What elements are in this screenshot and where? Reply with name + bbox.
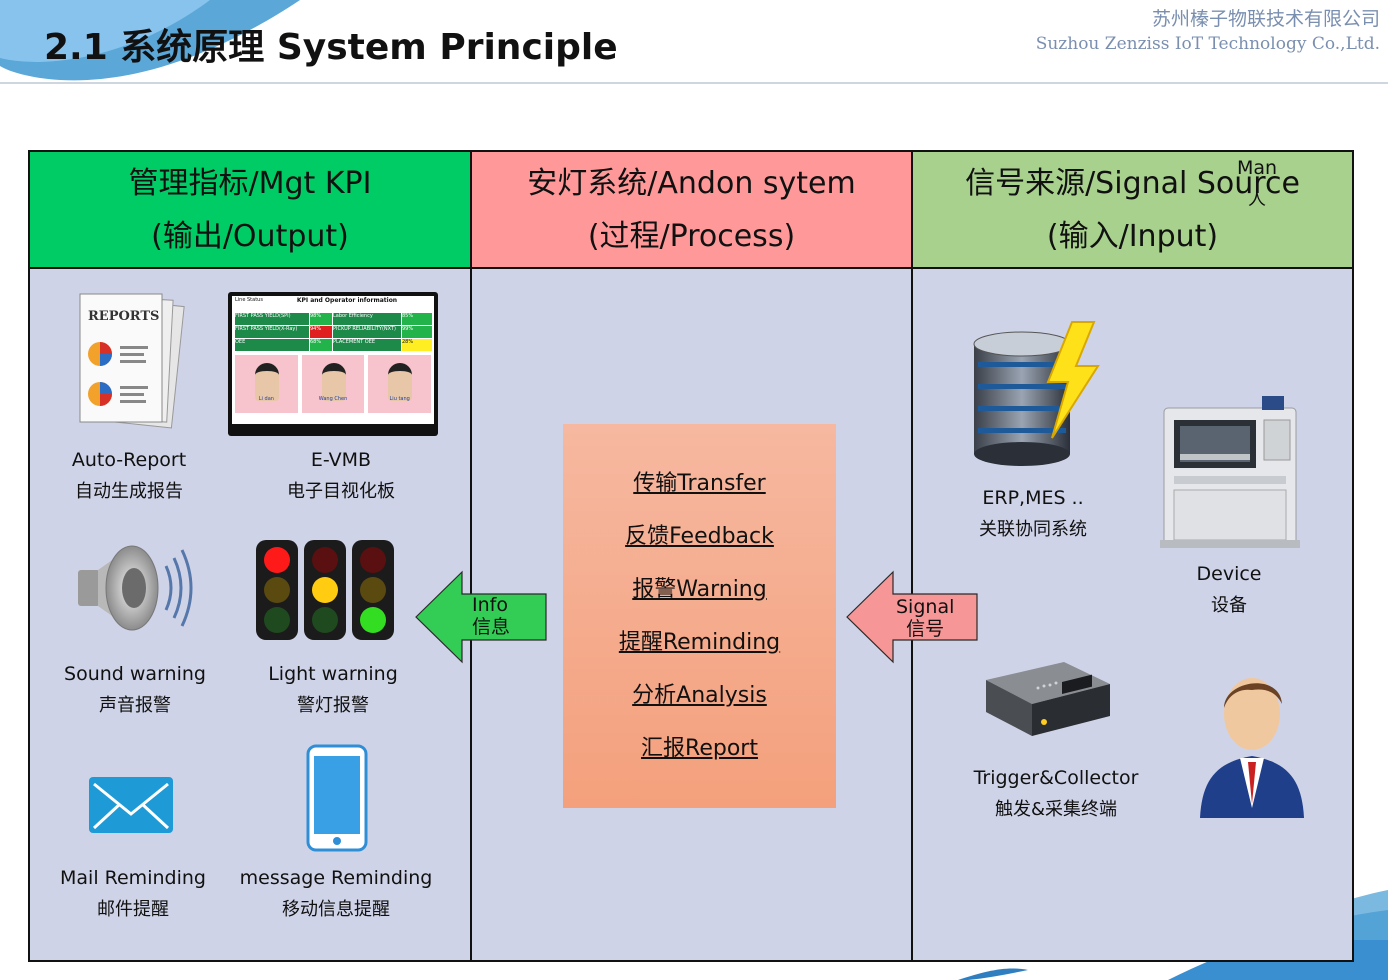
evmb-kpi-value: 99% xyxy=(402,326,432,338)
input-item-label-en: ERP,MES .. xyxy=(982,487,1084,509)
output-item-label-en: message Reminding xyxy=(239,867,433,889)
signal-arrow-label: Signal 信号 xyxy=(896,596,954,640)
evmb-kpi-value: 94% xyxy=(310,326,332,338)
signal-arrow-label-cn: 信号 xyxy=(906,618,945,640)
evmb-kpi-name: FIRST PASS YIELD(X-Ray) xyxy=(235,326,309,338)
collector-icon xyxy=(986,662,1110,736)
evmb-kpi-value: 28% xyxy=(402,339,432,351)
output-item-label-cn: 电子目视化板 xyxy=(287,481,395,502)
input-column-title: 信号来源/Signal Source xyxy=(965,165,1300,201)
output-item-label-cn: 邮件提醒 xyxy=(97,899,169,920)
info-arrow-label-en: Info xyxy=(472,594,508,616)
operator-card: Wang Chen xyxy=(301,355,365,413)
evmb-kpi-name: PLACEMENT OEE xyxy=(333,339,401,351)
input-item-label-cn: 设备 xyxy=(1211,595,1247,616)
evmb-kpi-value: 85% xyxy=(402,313,432,325)
evmb-kpi-name: PICKUP RELIABILITY(NXT) xyxy=(333,326,401,338)
process-column-subtitle: (过程/Process) xyxy=(587,218,796,254)
process-column-title: 安灯系统/Andon sytem xyxy=(527,165,856,201)
operator-name: Liu tang xyxy=(389,396,410,402)
input-item-device: Device 设备 xyxy=(1144,558,1314,622)
output-item-label-cn: 声音报警 xyxy=(99,695,171,716)
input-item-label-en: Device xyxy=(1196,563,1262,585)
column-divider xyxy=(470,152,472,960)
input-column-subtitle: (输入/Input) xyxy=(1046,218,1219,254)
page-title: 2.1 系统原理 System Principle xyxy=(44,27,618,68)
company-name-cn: 苏州榛子物联技术有限公司 xyxy=(1151,8,1380,30)
evmb-kpi-name: OEE xyxy=(235,339,309,351)
process-item-feedback: 反馈Feedback xyxy=(625,524,774,549)
evmb-kpi-name: Labor Efficiency xyxy=(333,313,401,325)
output-item-label-en: Sound warning xyxy=(64,663,206,685)
output-item-label-cn: 自动生成报告 xyxy=(75,481,183,502)
signal-arrow-icon xyxy=(846,570,978,664)
output-item-message-reminding: message Reminding 移动信息提醒 xyxy=(236,862,436,926)
output-item-label-en: E-VMB xyxy=(310,449,372,471)
operator-name: Wang Chen xyxy=(318,396,348,402)
input-item-label-cn: 关联协同系统 xyxy=(979,519,1087,540)
header-divider xyxy=(0,82,1388,84)
speaker-icon xyxy=(78,545,193,631)
svg-text:REPORTS: REPORTS xyxy=(88,309,159,324)
input-column-header: 信号来源/Signal Source (输入/Input) xyxy=(913,152,1352,267)
operator-name: Li dan xyxy=(258,396,274,402)
header-row-divider xyxy=(30,267,1352,269)
phone-icon xyxy=(306,744,368,852)
evmb-kpi-name: FIRST PASS YIELD(SPI) xyxy=(235,313,309,325)
database-icon xyxy=(973,321,1100,466)
input-item-label-en: Trigger&Collector xyxy=(973,767,1139,789)
evmb-screen: Line Status KPI and Operator information… xyxy=(232,296,434,424)
principle-table: 管理指标/Mgt KPI (输出/Output) 安灯系统/Andon syte… xyxy=(28,150,1354,962)
input-item-erp-mes: ERP,MES .. 关联协同系统 xyxy=(948,482,1118,546)
evmb-kpi-value: 68% xyxy=(310,339,332,351)
input-item-trigger-collector: Trigger&Collector 触发&采集终端 xyxy=(966,762,1146,826)
output-item-mail-reminding: Mail Reminding 邮件提醒 xyxy=(48,862,218,926)
process-item-analysis: 分析Analysis xyxy=(632,683,767,708)
corner-swoosh-decoration xyxy=(0,0,300,81)
reports-icon: REPORTS xyxy=(79,293,185,429)
evmb-kpi-value: 98% xyxy=(310,313,332,325)
process-item-reminding: 提醒Reminding xyxy=(618,630,781,655)
output-column-header: 管理指标/Mgt KPI (输出/Output) xyxy=(30,152,470,267)
operator-card: Li dan xyxy=(235,355,298,413)
person-icon xyxy=(1200,678,1304,818)
traffic-light-icon xyxy=(256,540,394,640)
output-item-label-en: Mail Reminding xyxy=(60,867,206,889)
output-column-title: 管理指标/Mgt KPI xyxy=(128,165,372,201)
column-divider xyxy=(911,152,913,960)
output-item-auto-report: Auto-Report 自动生成报告 xyxy=(44,444,214,508)
company-name-en: Suzhou Zenziss IoT Technology Co.,Ltd. xyxy=(1035,34,1380,54)
machine-icon xyxy=(1160,396,1300,548)
process-item-transfer: 传输Transfer xyxy=(633,471,766,496)
input-item-label-en: Man xyxy=(1236,157,1278,179)
input-item-label-cn: 人 xyxy=(1248,189,1266,210)
info-arrow-icon xyxy=(415,570,547,664)
evmb-status-label: Line Status xyxy=(235,297,263,303)
output-column-subtitle: (输出/Output) xyxy=(151,218,349,254)
evmb-kpi-table: FIRST PASS YIELD(SPI) 98% Labor Efficien… xyxy=(232,305,434,351)
process-item-warning: 报警Warning xyxy=(632,577,767,602)
andon-process-box: 传输Transfer 反馈Feedback 报警Warning 提醒Remind… xyxy=(563,424,836,808)
evmb-heading: KPI and Operator information xyxy=(296,297,398,304)
output-item-light-warning: Light warning 警灯报警 xyxy=(248,658,418,722)
company-name: 苏州榛子物联技术有限公司 Suzhou Zenziss IoT Technolo… xyxy=(1036,6,1380,56)
output-item-label-cn: 警灯报警 xyxy=(297,695,369,716)
operator-card: Liu tang xyxy=(368,355,432,413)
monitor-icon: Line Status KPI and Operator information… xyxy=(228,292,438,436)
info-arrow-label-cn: 信息 xyxy=(472,616,511,638)
output-item-evmb: E-VMB 电子目视化板 xyxy=(256,444,426,508)
signal-arrow-label-en: Signal xyxy=(896,596,955,618)
input-item-label-cn: 触发&采集终端 xyxy=(994,799,1118,820)
output-item-label-en: Auto-Report xyxy=(71,449,187,471)
process-column-header: 安灯系统/Andon sytem (过程/Process) xyxy=(472,152,911,267)
input-item-man: Man 人 xyxy=(1172,152,1342,216)
output-item-label-cn: 移动信息提醒 xyxy=(282,899,390,920)
process-item-report: 汇报Report xyxy=(641,736,758,761)
mail-icon xyxy=(89,777,173,833)
info-arrow-label: Info 信息 xyxy=(472,594,510,638)
output-item-label-en: Light warning xyxy=(268,663,398,685)
output-item-sound-warning: Sound warning 声音报警 xyxy=(50,658,220,722)
